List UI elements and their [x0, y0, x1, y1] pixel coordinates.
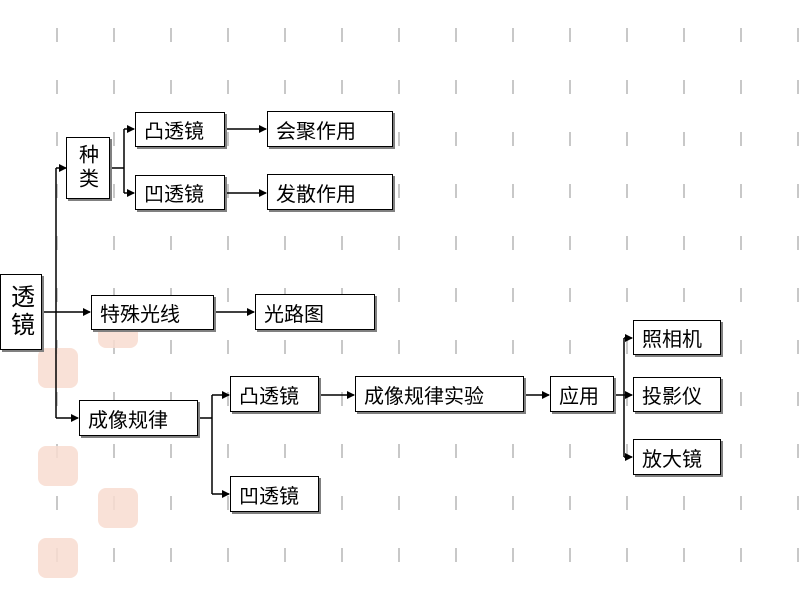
use-projector-node: 投影仪	[633, 377, 721, 412]
kinds-concave-node: 凹透镜	[135, 175, 225, 210]
imaging-rules-node: 成像规律	[79, 400, 198, 436]
application-node: 应用	[550, 376, 614, 412]
light-path-node: 光路图	[255, 294, 375, 330]
root-node: 透镜	[0, 274, 42, 350]
kinds-convex-node: 凸透镜	[135, 112, 225, 147]
imaging-convex-node: 凸透镜	[230, 376, 319, 412]
decorative-seal	[38, 538, 78, 578]
kinds-node: 种类	[66, 137, 110, 199]
special-rays-node: 特殊光线	[91, 295, 214, 330]
decorative-seal	[38, 446, 78, 486]
kinds-convex-effect-node: 会聚作用	[267, 111, 393, 147]
use-camera-node: 照相机	[633, 320, 721, 355]
use-magnifier-node: 放大镜	[633, 439, 721, 475]
imaging-concave-node: 凹透镜	[230, 476, 319, 512]
decorative-seal	[98, 488, 138, 528]
decorative-seal	[38, 348, 78, 388]
experiment-node: 成像规律实验	[355, 376, 524, 412]
kinds-concave-effect-node: 发散作用	[267, 174, 393, 210]
